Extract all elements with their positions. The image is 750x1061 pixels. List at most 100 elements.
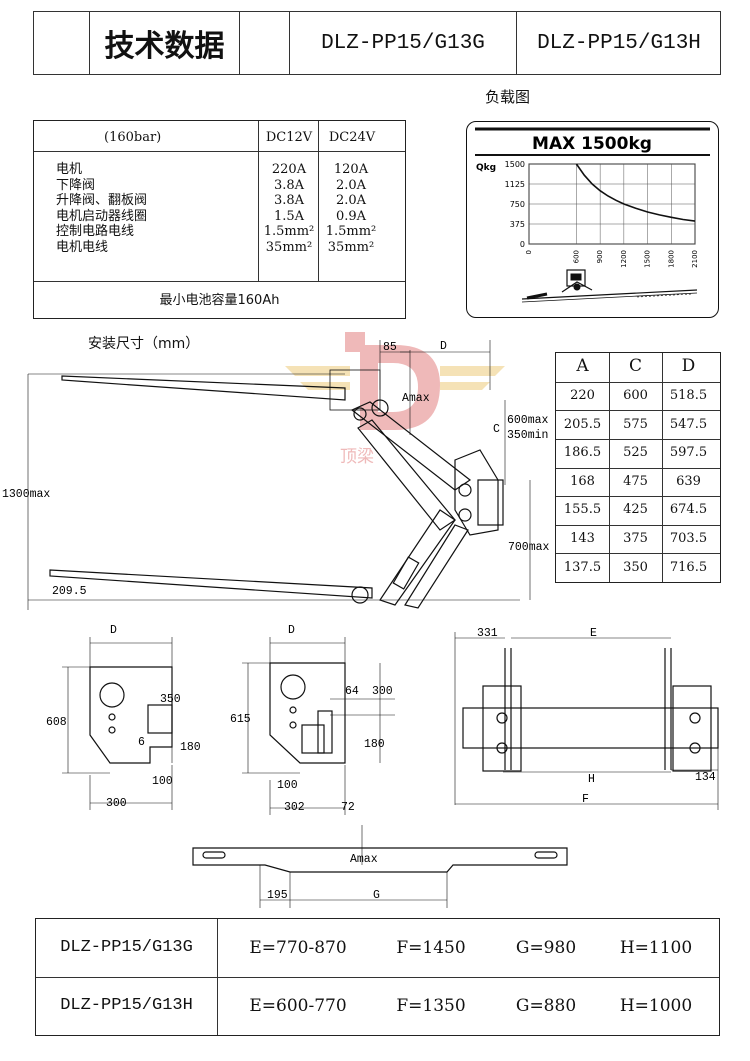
pl-195: 195	[267, 889, 288, 902]
chart-y-tick: 1125	[505, 180, 525, 189]
spec-row-24v: 120A	[333, 162, 369, 177]
br-615: 615	[230, 713, 251, 726]
acd-header: A	[576, 356, 589, 377]
bl-350: 350	[160, 693, 181, 706]
acd-cell: 375	[623, 531, 648, 547]
spec-col-12v: DC12V	[265, 130, 313, 145]
pl-amax: Amax	[350, 853, 378, 866]
bl-180: 180	[180, 741, 201, 754]
chart-y-tick: 750	[510, 200, 525, 209]
dim-c-max: 600max	[507, 414, 549, 427]
chart-x-tick: 1500	[644, 250, 652, 268]
dim-85: 85	[383, 341, 397, 354]
dim-1300: 1300max	[2, 488, 50, 501]
bottom-f: F=1450	[396, 938, 466, 958]
chart-x-tick: 900	[596, 250, 604, 263]
model-g-header: DLZ-PP15/G13G	[321, 31, 485, 55]
dim-c: C	[493, 423, 500, 436]
chart-ylabel: Qkg	[476, 163, 496, 173]
chart-x-tick: 2100	[691, 250, 699, 268]
dim-700: 700max	[508, 541, 550, 554]
bottom-e: E=770-870	[249, 938, 347, 958]
spec-pressure: (160bar)	[104, 130, 162, 145]
divider	[89, 12, 90, 74]
spec-row-24v: 2.0A	[335, 177, 367, 193]
spec-row-24v: 2.0A	[335, 193, 367, 208]
watermark-brand: 顶梁	[340, 447, 374, 467]
chart-x-tick: 1200	[620, 250, 628, 268]
rv-e: E	[590, 627, 597, 640]
spec-row-label: 控制电路电线	[56, 224, 135, 239]
load-diagram-label: 负载图	[485, 88, 531, 106]
bottom-h: H=1100	[619, 938, 693, 958]
acd-cell: 186.5	[563, 445, 602, 461]
acd-cell: 518.5	[669, 387, 708, 403]
load-curve	[575, 163, 696, 222]
spec-row-12v: 3.8A	[273, 193, 305, 208]
rv-f: F	[582, 793, 589, 806]
bracket-right-drawing: D 615 64 300 180 100 302 72	[230, 624, 395, 815]
chart-y-tick: 375	[510, 220, 525, 229]
divider	[239, 12, 240, 74]
br-180: 180	[364, 738, 385, 751]
spec-row-12v: 35mm²	[265, 239, 313, 255]
spec-row-12v: 220A	[271, 162, 307, 177]
acd-cell: 475	[623, 473, 648, 489]
acd-header: C	[628, 356, 642, 377]
spec-col-24v: DC24V	[328, 130, 376, 145]
rv-134: 134	[695, 771, 716, 784]
lift-sketch	[521, 269, 698, 303]
bottom-model: DLZ-PP15/G13G	[60, 938, 193, 957]
rear-view-drawing: 331 E H 134 F	[454, 627, 719, 810]
spec-row-12v: 1.5A	[273, 208, 305, 224]
dim-209: 209.5	[52, 585, 87, 598]
bl-608: 608	[46, 716, 67, 729]
acd-cell: 575	[623, 416, 648, 432]
acd-cell: 703.5	[669, 531, 708, 547]
br-300: 300	[372, 685, 393, 698]
bl-d: D	[110, 624, 117, 637]
br-72: 72	[341, 801, 355, 814]
bl-300: 300	[106, 797, 127, 810]
spec-row-24v: 35mm²	[327, 239, 375, 255]
br-100: 100	[277, 779, 298, 792]
bottom-g: G=880	[515, 996, 577, 1016]
chart-y-tick: 0	[520, 240, 525, 249]
acd-cell: 547.5	[669, 416, 708, 432]
side-view-drawing: 顶梁 85 D Amax C 600max 350min	[2, 332, 550, 610]
header-table: 技术数据 DLZ-PP15/G13G DLZ-PP15/G13H	[33, 11, 721, 75]
spec-footer: 最小电池容量160Ah	[159, 293, 280, 308]
bl-100: 100	[152, 775, 173, 788]
bl-6: 6	[138, 736, 145, 749]
acd-cell: 674.5	[669, 502, 708, 518]
acd-cell: 525	[623, 445, 648, 461]
acd-cell: 137.5	[563, 559, 602, 575]
divider	[516, 12, 517, 74]
br-d: D	[288, 624, 295, 637]
spec-row-24v: 0.9A	[335, 208, 367, 224]
bottom-e: E=600-770	[249, 996, 347, 1016]
bottom-model: DLZ-PP15/G13H	[60, 996, 193, 1015]
spec-row-24v: 1.5mm²	[325, 224, 377, 239]
platform-drawing: Amax 195 G	[192, 825, 568, 908]
acd-cell: 716.5	[669, 559, 708, 575]
acd-cell: 143	[570, 531, 595, 547]
acd-header: D	[681, 356, 696, 377]
bottom-g: G=980	[515, 938, 577, 958]
rv-h: H	[588, 773, 595, 786]
dim-d: D	[440, 340, 447, 353]
bracket-left-drawing: D 608 350 6 180 100 300	[46, 624, 201, 810]
rv-331: 331	[477, 627, 498, 640]
spec-row-12v: 1.5mm²	[263, 224, 315, 239]
dim-amax: Amax	[402, 392, 430, 405]
spec-row-label: 电机启动器线圈	[56, 208, 148, 224]
spec-row-label: 电机电线	[56, 239, 109, 255]
acd-cell: 205.5	[563, 416, 602, 432]
acd-cell: 600	[623, 387, 648, 403]
spec-row-12v: 3.8A	[273, 177, 305, 193]
pl-g: G	[373, 889, 380, 902]
